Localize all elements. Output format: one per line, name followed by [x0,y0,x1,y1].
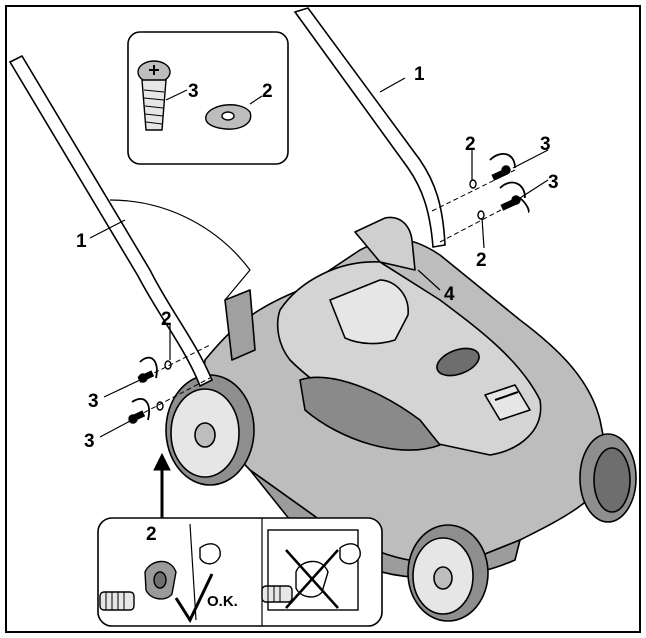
mounting-bracket [224,289,256,361]
callout-washer-left: 2 [161,309,172,330]
callout-handle-left: 1 [76,231,87,252]
grass-catcher-outline [109,199,251,301]
height-lever [484,384,531,421]
grass-bag-housing [354,216,416,271]
detail-pointer-arrow [153,452,171,518]
washer-left-upper [164,360,172,370]
callout-screw-right-upper: 3 [540,134,551,155]
cross-icon [285,549,339,609]
logo-plate [436,347,480,377]
inset-screw-leader [165,89,188,101]
washer-right-lower [477,210,485,220]
carry-handle [329,279,409,345]
washer-left-lower [156,401,164,411]
callout-washer-inset: 2 [262,81,273,102]
callout-screw-left-upper: 3 [88,391,99,412]
callout-washer-right-lower: 2 [476,250,487,271]
wheel-rear-left [165,374,255,486]
callout-handle-right: 1 [414,64,425,85]
checkmark-icon [174,573,214,624]
bolt-incorrect [261,585,293,603]
parts-inset [127,31,289,165]
callout-washer-right-upper: 2 [465,134,476,155]
screw-left-lower [128,410,146,424]
screw-right-lower [500,195,521,211]
inset-washer-leader [249,95,263,105]
callout-screw-inset: 3 [188,81,199,102]
orientation-inset [97,517,383,627]
callout-screw-left-lower: 3 [84,431,95,452]
incorrect-orientation [261,529,361,611]
wheel-front-left [407,524,489,622]
callout-screw-right-lower: 3 [548,172,559,193]
callout-washer-orientation: 2 [146,524,157,545]
washer-right-upper [469,179,477,189]
handle-right [293,7,446,248]
screw-right-upper [491,165,511,181]
inset-screw [137,60,171,131]
wheel-front-right [579,433,637,523]
callout-mounting: 4 [444,284,455,305]
correct-orientation [99,523,221,624]
screw-left-upper [137,370,155,383]
rotation-arrows-left [131,356,158,421]
handle-left [8,54,214,388]
bolt-correct [99,591,135,611]
figure-frame [5,5,641,633]
side-vent-panel [299,376,441,451]
inset-washer [205,104,252,130]
leader-lines [89,77,549,438]
ok-label: O.K. [207,593,238,610]
